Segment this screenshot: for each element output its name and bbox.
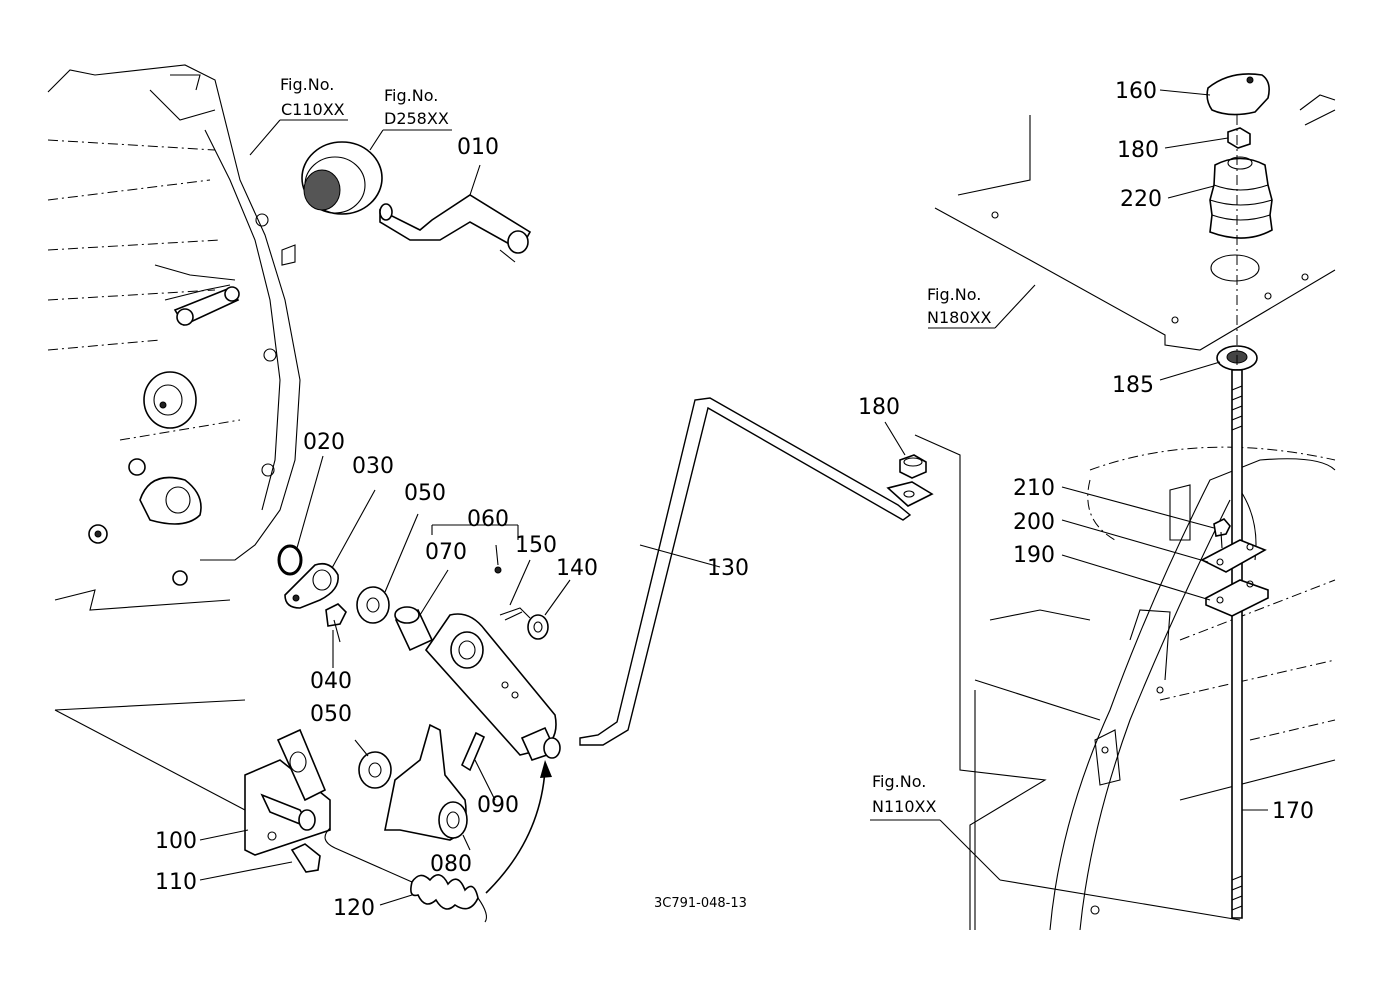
rotation-arrow: [485, 760, 552, 894]
fig-ref-label: Fig.No.: [872, 772, 926, 791]
part-label-100: 100: [155, 829, 197, 854]
part-190-plate: [1205, 579, 1269, 617]
part-label-020: 020: [303, 430, 345, 455]
part-130-rod: [579, 397, 912, 746]
part-label-160: 160: [1115, 79, 1157, 104]
part-090-pin: [460, 731, 486, 772]
part-050-washer-upper: [356, 586, 390, 624]
part-label-090: 090: [477, 793, 519, 818]
fig-ref-label: Fig.No.: [280, 75, 334, 94]
leader-lines: [199, 89, 1268, 921]
part-220-boot: [1209, 156, 1273, 239]
part-label-150: 150: [515, 533, 557, 558]
floor-plate: [934, 94, 1336, 351]
part-210-bolt: [1213, 518, 1231, 549]
part-label-190: 190: [1013, 543, 1055, 568]
part-110-bolt: [290, 843, 321, 873]
fig-ref-label: Fig.No.: [927, 285, 981, 304]
mounting-outline: [914, 434, 1047, 930]
part-label-130: 130: [707, 556, 749, 581]
part-180-nut-upper: [1227, 127, 1251, 149]
part-180-nut-lower: [886, 454, 934, 507]
part-label-030: 030: [352, 454, 394, 479]
part-label-050-lower: 050: [310, 702, 352, 727]
fig-ref-n180xx: Fig.No. N180XX: [927, 285, 991, 327]
transmission-housing: [47, 64, 301, 811]
part-140-washer: [527, 614, 549, 640]
part-100-bracket: [244, 728, 331, 856]
part-080-lever: [384, 723, 468, 841]
part-label-140: 140: [556, 556, 598, 581]
part-170-rod: [1231, 115, 1243, 919]
part-040-bolt: [325, 603, 347, 643]
part-label-110: 110: [155, 870, 197, 895]
part-150-spring-pin: [499, 607, 531, 621]
part-label-070: 070: [425, 540, 467, 565]
part-label-170: 170: [1272, 799, 1314, 824]
part-label-080: 080: [430, 852, 472, 877]
fender-outline: [974, 446, 1336, 931]
fig-ref-c110xx: Fig.No. C110XX: [280, 75, 345, 119]
part-label-040: 040: [310, 669, 352, 694]
part-label-050-upper: 050: [404, 481, 446, 506]
drawing-code: 3C791-048-13: [654, 896, 747, 911]
part-label-180-upper: 180: [1117, 138, 1159, 163]
part-050-washer-lower: [358, 751, 392, 789]
part-labels: 010 020 030 050 060 070 150 140 040 050 …: [155, 79, 1314, 921]
part-030-plate: [284, 562, 339, 609]
part-010-shaft: [301, 141, 532, 263]
fig-ref-n110xx: Fig.No. N110XX: [872, 772, 936, 816]
part-label-060: 060: [467, 507, 509, 532]
fig-ref-code: N180XX: [927, 308, 991, 327]
fig-ref-code: D258XX: [384, 109, 449, 128]
part-label-010: 010: [457, 135, 499, 160]
part-label-200: 200: [1013, 510, 1055, 535]
part-070-bushing: [394, 606, 434, 652]
part-120-spring: [324, 827, 487, 923]
part-020-o-ring: [277, 544, 303, 576]
fig-ref-code: N110XX: [872, 797, 936, 816]
fig-ref-code: C110XX: [281, 100, 345, 119]
fig-ref-label: Fig.No.: [384, 86, 438, 105]
part-060-arm: [424, 566, 561, 761]
part-label-180-lower: 180: [858, 395, 900, 420]
fig-ref-d258xx: Fig.No. D258XX: [384, 86, 449, 128]
part-label-210: 210: [1013, 476, 1055, 501]
part-label-185: 185: [1112, 373, 1154, 398]
part-200-plate: [1200, 539, 1267, 573]
part-160-knob: [1206, 73, 1270, 116]
part-label-120: 120: [333, 896, 375, 921]
part-label-220: 220: [1120, 187, 1162, 212]
